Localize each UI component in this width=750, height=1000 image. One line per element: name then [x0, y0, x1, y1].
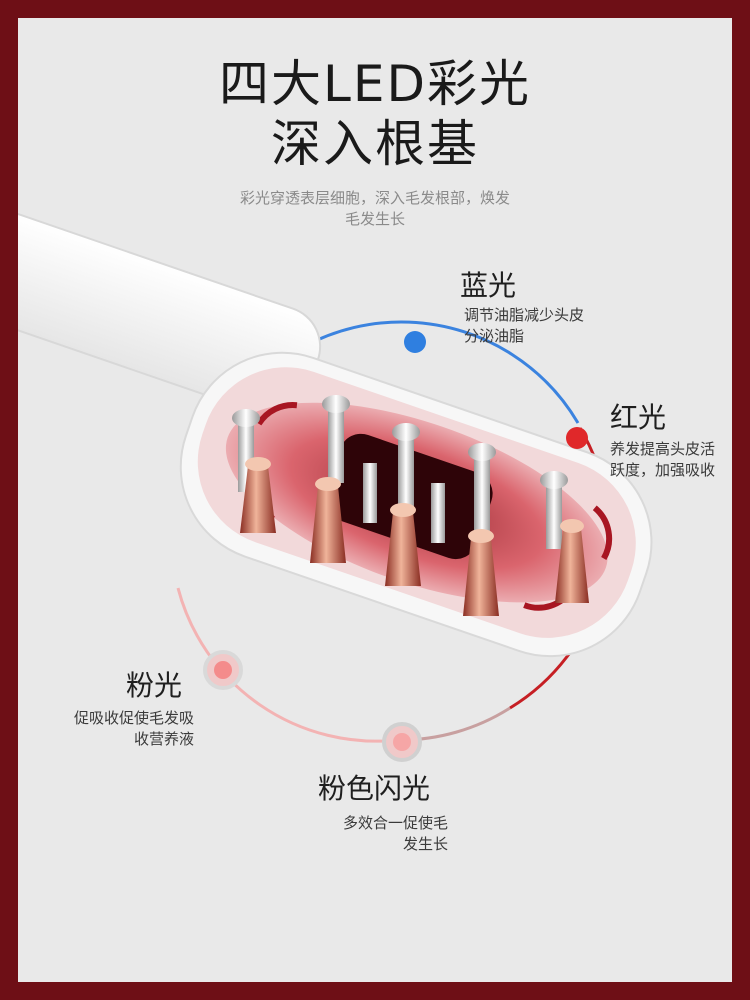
- pink-light-desc-2: 收营养液: [133, 730, 194, 748]
- pink-light-arc: [176, 587, 399, 743]
- pink-flash-dot: [393, 733, 411, 751]
- blue-light-title: 蓝光: [460, 269, 517, 302]
- pink-flash-desc-1: 多效合一促使毛: [342, 814, 448, 832]
- pink-flash-title: 粉色闪光: [318, 772, 431, 805]
- headline-line-2: 深入根基: [271, 115, 479, 173]
- product-panel: 四大LED彩光 深入根基 彩光穿透表层细胞，深入毛发根部，焕发 毛发生长 蓝光 …: [18, 18, 732, 982]
- red-light-title: 红光: [610, 401, 667, 434]
- rose-gold-pins: [240, 457, 589, 616]
- pink-light-title: 粉光: [126, 669, 183, 702]
- pink-light-desc-1: 促吸收促使毛发吸: [73, 709, 194, 727]
- red-light-marker: [566, 427, 588, 449]
- subheadline-line-2: 毛发生长: [344, 210, 405, 228]
- subheadline-line-1: 彩光穿透表层细胞，深入毛发根部，焕发: [239, 189, 510, 207]
- blue-light-desc-2: 分泌油脂: [464, 327, 525, 345]
- blue-light-marker: [404, 331, 426, 353]
- comb-body: [18, 211, 653, 658]
- red-light-desc-2: 跃度，加强吸收: [610, 461, 716, 479]
- comb-illustration: [18, 211, 653, 762]
- headline-line-1: 四大LED彩光: [219, 55, 531, 113]
- blue-light-desc-1: 调节油脂减少头皮: [464, 306, 585, 324]
- red-light-desc-1: 养发提高头皮活: [610, 440, 716, 458]
- pink-flash-desc-2: 发生长: [402, 835, 448, 853]
- pink-light-dot: [214, 661, 232, 679]
